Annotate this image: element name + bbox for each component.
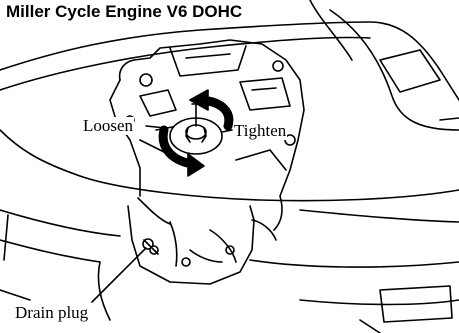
loosen-label: Loosen: [82, 117, 134, 135]
oil-filler-cap: [170, 104, 222, 154]
drain-plug-leader-line: [92, 248, 146, 302]
diagram-title: Miller Cycle Engine V6 DOHC: [6, 2, 242, 22]
tighten-leader-line: [222, 130, 232, 132]
hood-outline: [0, 0, 459, 201]
drain-plug-label: Drain plug: [14, 304, 89, 322]
drain-plug: [143, 239, 158, 254]
tighten-label: Tighten: [233, 122, 287, 140]
